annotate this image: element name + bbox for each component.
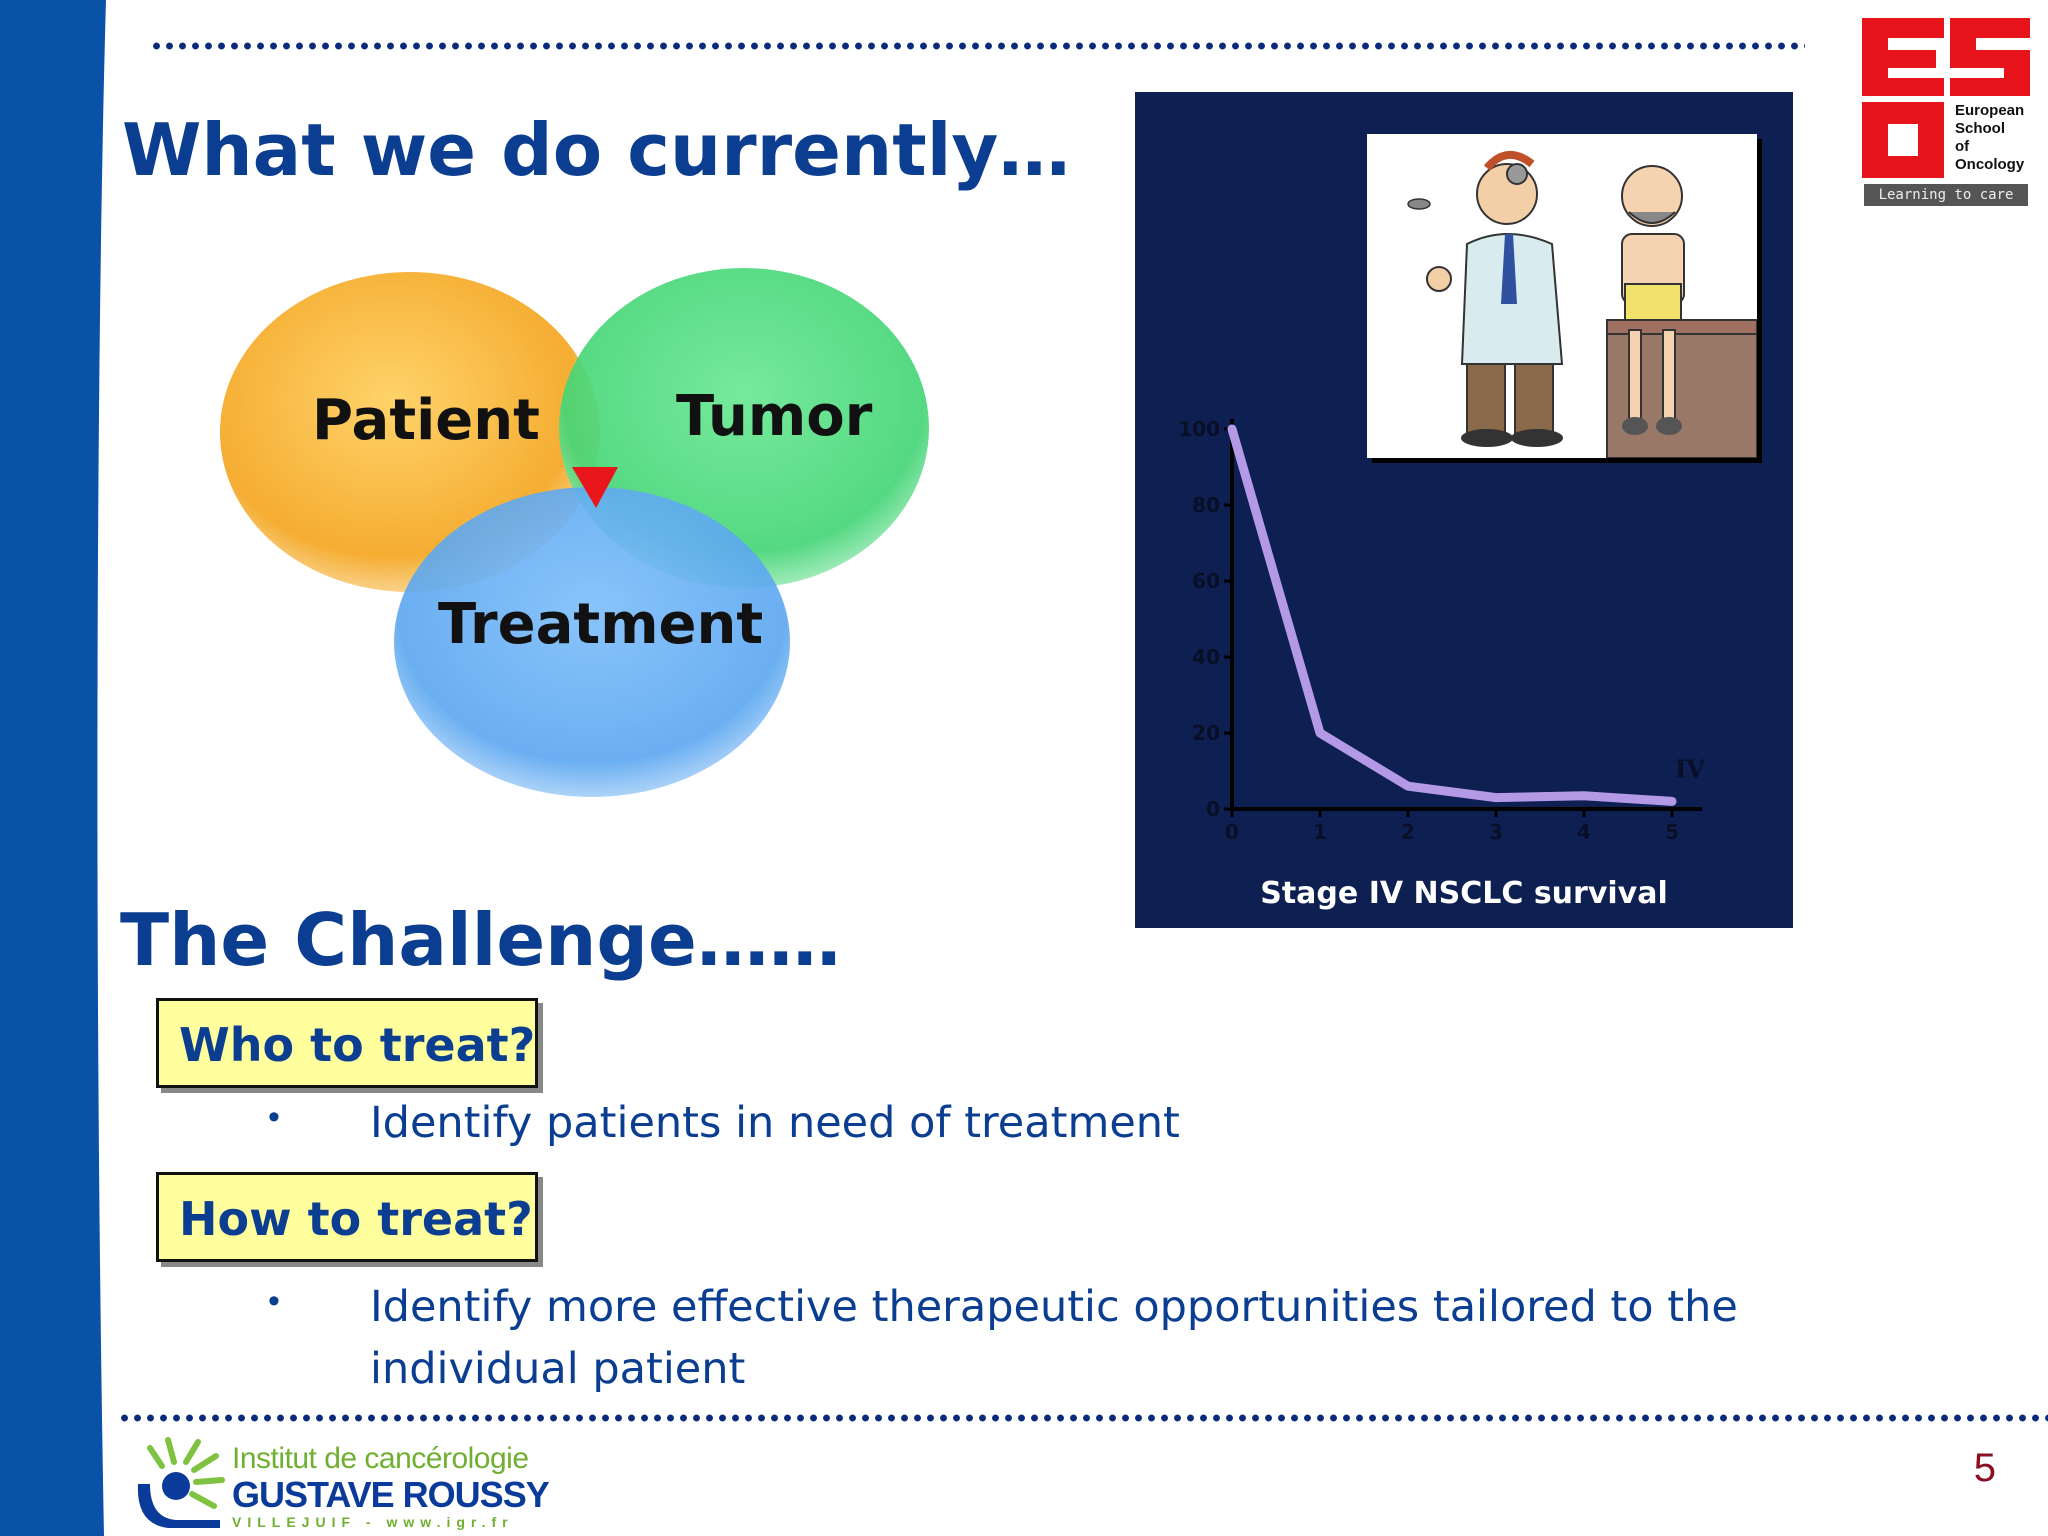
venn-center-overlap [572,467,618,508]
series-line-iv [1227,424,1677,806]
bottom-dotted-line [118,1414,2048,1422]
bullet-text-how: Identify more effective therapeutic oppo… [370,1282,1738,1394]
igr-line-2: GUSTAVE ROUSSY [232,1474,550,1515]
eso-logo: European School of Oncology Learning to … [1860,16,2032,212]
bullet-marker: • [268,1282,280,1320]
igr-line-1: Institut de cancérologie [232,1442,529,1475]
x-tick-label: 5 [1665,820,1679,844]
y-tick-label: 60 [1192,569,1220,593]
x-tick-label: 2 [1401,820,1415,844]
data-point [1317,730,1323,736]
doctor-patient-cartoon [1367,134,1757,458]
data-point [1669,798,1675,805]
data-point [1493,794,1499,801]
eso-line-1: European [1955,102,2025,119]
venn-circle-treatment [394,487,790,797]
left-blue-band [0,0,106,1536]
venn-label-treatment: Treatment [438,592,764,657]
y-tick-label: 0 [1206,797,1220,821]
venn-diagram [220,268,929,797]
venn-label-patient: Patient [312,388,540,453]
top-dotted-line [150,42,1805,50]
x-tick-label: 3 [1489,820,1503,844]
series-label: IV [1675,754,1705,783]
bullet-text-who: Identify patients in need of treatment [370,1098,1180,1148]
eso-line-2: School [1955,120,2006,137]
x-tick-label: 0 [1225,820,1239,844]
data-point [1405,783,1411,790]
igr-line-3: VILLEJUIF - www.igr.fr [232,1514,514,1530]
sun-person-icon [137,1437,225,1528]
y-tick-label: 80 [1192,493,1220,517]
survival-line-chart: 0 20 40 60 80 100 0 1 2 3 4 5 IV [1178,417,1705,844]
question-box-how: How to treat? [156,1172,538,1262]
slide-title: What we do currently… [122,108,1071,192]
bullet-marker: • [268,1098,280,1136]
y-tick-label: 40 [1192,645,1220,669]
data-point [1229,426,1235,432]
question-box-who: Who to treat? [156,998,538,1088]
y-tick-label: 20 [1192,721,1220,745]
venn-label-tumor: Tumor [676,384,873,449]
survival-chart-panel: 0 20 40 60 80 100 0 1 2 3 4 5 IV Stage IV NSCLC sur… [1135,92,1793,928]
y-tick-label: 100 [1178,417,1220,441]
data-point [1581,792,1587,799]
eso-line-3: of [1955,138,1970,155]
x-tick-label: 4 [1577,820,1591,844]
gustave-roussy-logo: Institut de cancérologie GUSTAVE ROUSSY … [132,1432,572,1532]
challenge-title: The Challenge…… [120,898,841,982]
chart-title: Stage IV NSCLC survival [1260,876,1668,911]
eso-tagline: Learning to care [1864,184,2028,206]
page-number: 5 [1973,1446,1996,1490]
x-tick-label: 1 [1313,820,1327,844]
eso-line-4: Oncology [1955,156,2025,173]
